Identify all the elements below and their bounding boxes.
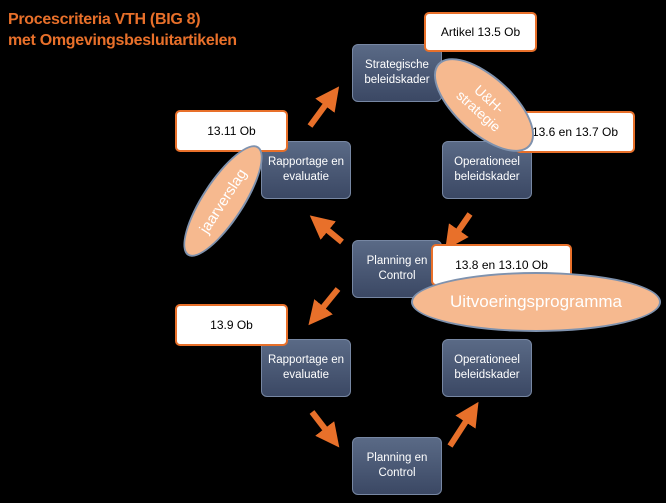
label-13-6-13-7-text: 13.6 en 13.7 Ob <box>531 125 619 139</box>
box-operationeel-beleidskader-top: Operationeel beleidskader <box>442 141 532 199</box>
box-rapportage-evaluatie-top: Rapportage en evaluatie <box>261 141 351 199</box>
arrow-rapportage-to-strategisch <box>307 86 340 128</box>
arrow-operationeel-to-planning <box>445 212 473 250</box>
label-13-11-text: 13.11 Ob <box>207 124 256 138</box>
ellipse-uitvoeringsprogramma-text: Uitvoeringsprogramma <box>450 292 622 311</box>
label-13-9-text: 13.9 Ob <box>210 318 253 332</box>
arrow-rapportage-to-planning-bottom <box>309 410 340 448</box>
label-artikel-13-5: Artikel 13.5 Ob <box>424 12 537 52</box>
arrow-planning-to-rapportage-bottom <box>308 287 341 326</box>
label-13-6-13-7: 13.6 en 13.7 Ob <box>515 111 635 153</box>
box-operationeel-top-label: Operationeel beleidskader <box>454 156 520 183</box>
box-rapportage-evaluatie-bottom: Rapportage en evaluatie <box>261 339 351 397</box>
label-artikel-13-5-text: Artikel 13.5 Ob <box>440 25 521 39</box>
box-operationeel-bottom-label: Operationeel beleidskader <box>454 354 520 381</box>
box-planning-control-bottom: Planning en Control <box>352 437 442 495</box>
box-strategisch-beleidskader: Strategische beleidskader <box>352 44 442 102</box>
label-13-9: 13.9 Ob <box>175 304 288 346</box>
arrow-planning-to-rapportage-top <box>309 215 344 245</box>
title-line-1: Procescriteria VTH (BIG 8) <box>8 11 201 28</box>
diagram-title: Procescriteria VTH (BIG 8) met Omgevings… <box>8 9 237 51</box>
label-13-8-13-10-text: 13.8 en 13.10 Ob <box>455 258 548 272</box>
arrow-planning-to-operationeel-bottom <box>447 401 479 448</box>
box-rapportage-top-label: Rapportage en evaluatie <box>267 156 345 183</box>
box-strategisch-label: Strategische beleidskader <box>364 59 430 86</box>
box-planning-bottom-label: Planning en Control <box>366 452 428 479</box>
label-13-11: 13.11 Ob <box>175 110 288 152</box>
box-planning-top-label: Planning en Control <box>366 255 428 282</box>
box-operationeel-beleidskader-bottom: Operationeel beleidskader <box>442 339 532 397</box>
ellipse-uitvoeringsprogramma: Uitvoeringsprogramma <box>411 272 661 332</box>
box-rapportage-bottom-label: Rapportage en evaluatie <box>267 354 345 381</box>
title-line-2: met Omgevingsbesluitartikelen <box>8 32 237 49</box>
